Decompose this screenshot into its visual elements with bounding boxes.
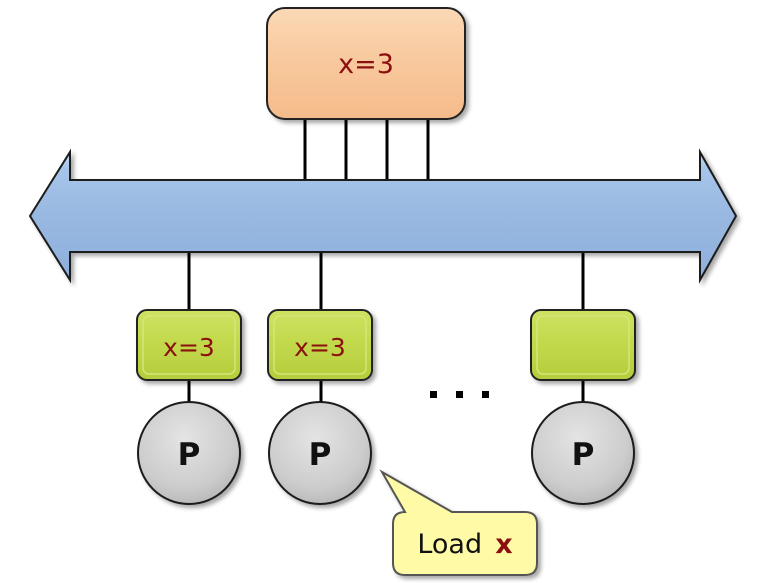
processor-2: P <box>268 401 372 505</box>
load-callout: Load x <box>379 469 538 576</box>
processor-2-label: P <box>309 437 332 473</box>
processor-1: P <box>137 401 241 505</box>
memory-value: x=3 <box>338 49 394 80</box>
callout-variable: x <box>495 529 512 560</box>
processor-1-label: P <box>178 437 201 473</box>
processor-3: P <box>531 401 635 505</box>
processor-3-label: P <box>572 437 595 473</box>
main-memory: x=3 <box>266 7 466 120</box>
ellipsis <box>430 391 489 398</box>
cache-2: x=3 <box>267 309 373 381</box>
cache-1-value: x=3 <box>163 333 215 362</box>
callout-text: Load x <box>417 529 512 560</box>
cache-1: x=3 <box>136 309 242 381</box>
cache-2-value: x=3 <box>294 333 346 362</box>
memory-bus-wires <box>303 115 430 182</box>
callout-action: Load <box>417 529 482 560</box>
cache-3 <box>530 309 636 381</box>
system-bus <box>28 148 738 284</box>
bus-cache-wires <box>187 250 585 410</box>
